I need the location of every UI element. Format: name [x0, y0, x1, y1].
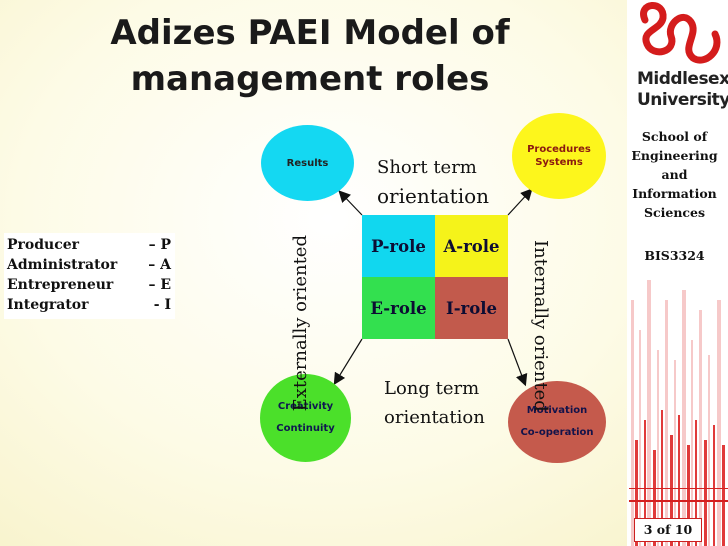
- short-term-label: Short term: [377, 157, 477, 178]
- legend-letter: – A: [148, 257, 171, 273]
- title-line-1: Adizes PAEI Model of: [110, 13, 510, 53]
- systems-label: Systems: [535, 157, 583, 168]
- slide-title: Adizes PAEI Model of management roles: [60, 10, 560, 102]
- arrow-to-creativity: [333, 338, 363, 386]
- legend-row: Entrepreneur – E: [7, 275, 175, 295]
- school-line: Information: [632, 186, 717, 201]
- branding-panel: [627, 0, 728, 546]
- internally-oriented-label: Internally oriented: [530, 240, 551, 412]
- role-legend: Producer – P Administrator – A Entrepreneu…: [4, 233, 175, 319]
- school-line: Engineering: [631, 148, 718, 163]
- motivation-label: Motivation: [526, 405, 588, 416]
- arrow-to-motivation: [507, 338, 528, 387]
- legend-role: Integrator: [7, 297, 89, 313]
- cooperation-label: Co-operation: [520, 427, 594, 438]
- page-number: 3 of 10: [634, 518, 702, 542]
- p-role-cell: P-role: [362, 215, 435, 277]
- legend-row: Integrator - I: [7, 295, 175, 315]
- procedures-circle: Procedures Systems: [512, 113, 606, 199]
- legend-letter: – P: [148, 237, 171, 253]
- motivation-circle: Motivation Co-operation: [508, 381, 606, 463]
- legend-role: Entrepreneur: [7, 277, 114, 293]
- school-line: School of: [641, 129, 708, 144]
- school-name: School of Engineering and Information Sc…: [628, 127, 721, 222]
- logo-line-2: University: [637, 90, 728, 110]
- procedures-label: Procedures: [527, 144, 591, 155]
- arrow-to-results: [338, 190, 363, 216]
- long-term-orientation-label: orientation: [384, 407, 485, 428]
- a-role-cell: A-role: [435, 215, 508, 277]
- legend-row: Administrator – A: [7, 255, 175, 275]
- i-role-cell: I-role: [435, 277, 508, 339]
- legend-role: Producer: [7, 237, 80, 253]
- arrow-to-procedures: [507, 188, 533, 216]
- paei-grid: P-role A-role E-role I-role: [362, 215, 508, 339]
- continuity-label: Continuity: [276, 423, 335, 434]
- legend-letter: – E: [148, 277, 171, 293]
- course-code: BIS3324: [644, 248, 705, 263]
- legend-letter: - I: [153, 297, 171, 313]
- creativity-circle: Creativity Continuity: [260, 374, 351, 462]
- title-line-2: management roles: [130, 59, 490, 99]
- legend-row: Producer – P: [7, 235, 175, 255]
- logo-line-1: Middlesex: [637, 69, 728, 89]
- e-role-cell: E-role: [362, 277, 435, 339]
- short-term-orientation-label: orientation: [377, 184, 490, 208]
- university-logo-text: Middlesex University: [637, 69, 728, 111]
- school-line: Sciences: [643, 205, 706, 220]
- results-label: Results: [286, 157, 329, 169]
- legend-role: Administrator: [7, 257, 118, 273]
- results-circle: Results: [261, 125, 354, 201]
- creativity-label: Creativity: [277, 401, 334, 412]
- school-line: and: [661, 167, 688, 182]
- decorative-stripes: [629, 2, 728, 546]
- long-term-label: Long term: [384, 378, 480, 399]
- externally-oriented-label: Externally oriented: [290, 235, 311, 412]
